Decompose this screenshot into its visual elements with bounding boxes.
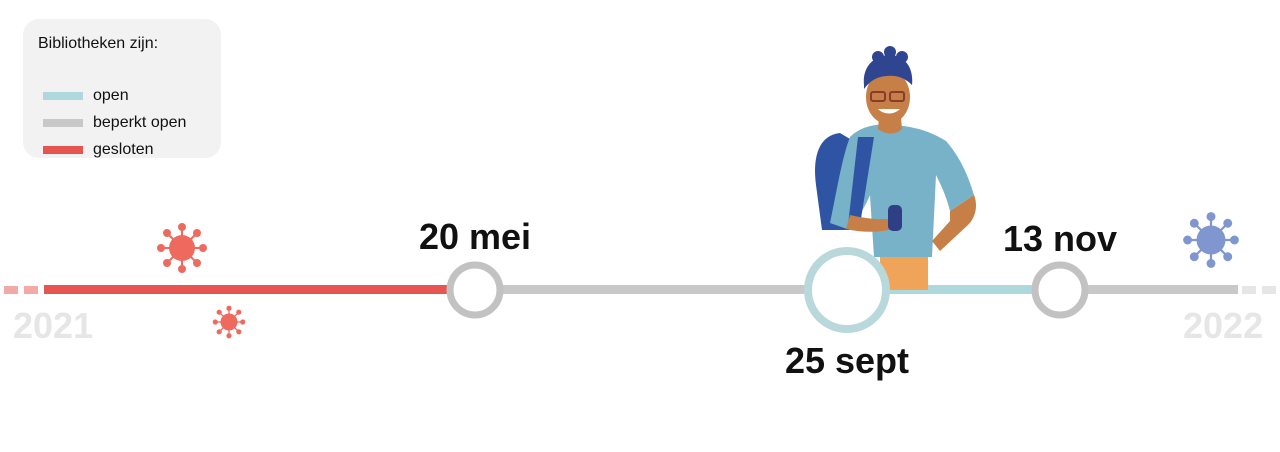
head [866,70,910,124]
glasses-left [870,91,886,102]
virus-icon [157,223,207,273]
legend-label-beperkt-open: beperkt open [93,114,187,131]
legend-item-open: open [43,86,218,106]
backpack-strap [848,137,874,225]
timeline-dash-start-1 [4,286,18,294]
legend-item-beperkt-open: beperkt open [43,113,218,133]
milestone-node-13-nov [1031,261,1089,319]
milestone-node-20-mei [446,261,504,319]
virus-icon-small [212,305,246,339]
legend-swatch-gesloten [43,146,83,154]
timeline-dash-end-1 [1242,286,1256,294]
virus-icon-blue [1183,212,1239,268]
smile [878,109,900,114]
segment-gesloten [44,285,475,294]
glasses-right [889,91,905,102]
timeline-dash-end-2 [1262,286,1276,294]
legend-label-open: open [93,87,129,104]
segment-beperkt-open-2 [1060,285,1238,294]
arm-left [846,215,900,232]
year-label-start: 2021 [13,305,94,346]
legend-title: Bibliotheken zijn: [38,35,159,52]
hair-bun-2 [884,46,896,58]
legend-item-gesloten: gesloten [43,140,218,160]
arm-right [932,195,976,251]
milestone-node-25-sept [804,247,890,333]
milestone-label-13-nov: 13 nov [1002,218,1118,259]
legend-swatch-beperkt-open [43,119,83,127]
milestone-label-25-sept: 25 sept [784,340,910,381]
legend: Bibliotheken zijn: open beperkt open ges… [23,19,221,158]
segment-beperkt-open-1 [475,285,847,294]
timeline-dash-start-2 [24,286,38,294]
legend-label-gesloten: gesloten [93,141,154,158]
hair-bun-1 [872,51,884,63]
milestone-label-20-mei: 20 mei [418,216,532,257]
hair [863,55,913,89]
segment-open [847,285,1060,294]
milestone-node-25-sept-wrap [804,247,890,333]
year-label-end: 2022 [1183,305,1264,346]
hair-bun-3 [896,51,908,63]
legend-swatch-open [43,92,83,100]
phone [888,205,902,231]
